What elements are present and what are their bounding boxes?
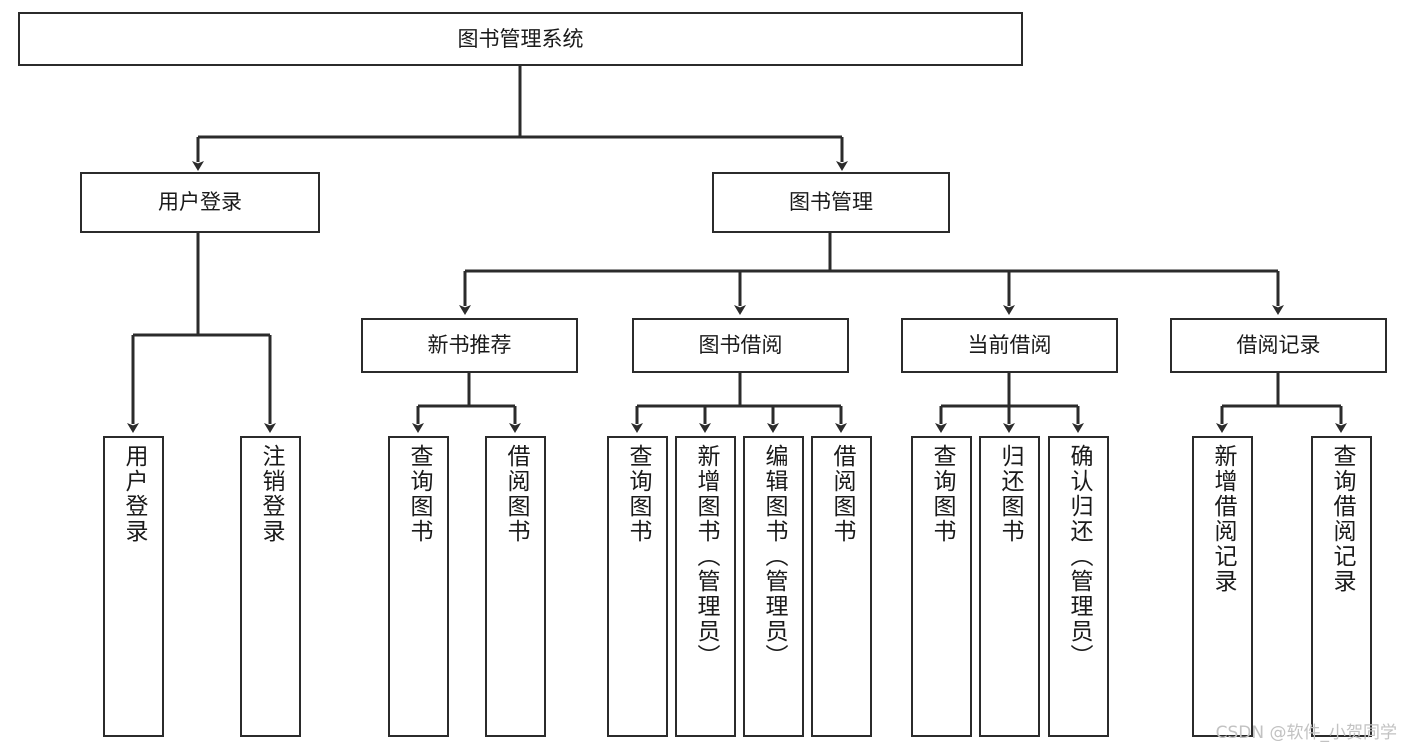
node-leaf-user-logout-label: 注销登录	[258, 444, 284, 544]
node-current-borrow-label: 当前借阅	[967, 333, 1052, 358]
node-leaf-borrow-book-2[interactable]: 借阅图书	[811, 436, 872, 737]
node-leaf-query-book-1-label: 查询图书	[406, 444, 432, 544]
node-borrow-record-label: 借阅记录	[1236, 333, 1321, 358]
node-user-login-label: 用户登录	[158, 190, 242, 215]
node-leaf-borrow-book-1-label: 借阅图书	[503, 444, 529, 544]
node-borrow-record[interactable]: 借阅记录	[1170, 318, 1387, 373]
node-leaf-add-record-label: 新增借阅记录	[1210, 444, 1236, 594]
node-leaf-confirm-return[interactable]: 确认归还（管理员）	[1048, 436, 1109, 737]
node-leaf-query-book-2-label: 查询图书	[625, 444, 651, 544]
node-leaf-query-record[interactable]: 查询借阅记录	[1311, 436, 1372, 737]
node-leaf-return-book-label: 归还图书	[997, 444, 1023, 544]
node-leaf-add-record[interactable]: 新增借阅记录	[1192, 436, 1253, 737]
node-new-book-recommend-label: 新书推荐	[427, 333, 512, 358]
node-leaf-borrow-book-1[interactable]: 借阅图书	[485, 436, 546, 737]
node-leaf-add-book-label: 新增图书（管理员）	[693, 444, 719, 669]
node-new-book-recommend[interactable]: 新书推荐	[361, 318, 578, 373]
node-leaf-query-book-3-label: 查询图书	[929, 444, 955, 544]
node-leaf-query-book-3[interactable]: 查询图书	[911, 436, 972, 737]
node-root-label: 图书管理系统	[457, 26, 584, 51]
node-book-manage[interactable]: 图书管理	[712, 172, 950, 233]
node-book-borrow-label: 图书借阅	[698, 333, 783, 358]
node-leaf-user-login[interactable]: 用户登录	[103, 436, 164, 737]
node-leaf-edit-book[interactable]: 编辑图书（管理员）	[743, 436, 804, 737]
node-leaf-query-book-2[interactable]: 查询图书	[607, 436, 668, 737]
node-leaf-user-login-label: 用户登录	[121, 444, 147, 544]
node-leaf-user-logout[interactable]: 注销登录	[240, 436, 301, 737]
node-leaf-add-book[interactable]: 新增图书（管理员）	[675, 436, 736, 737]
node-leaf-borrow-book-2-label: 借阅图书	[829, 444, 855, 544]
node-book-manage-label: 图书管理	[789, 190, 873, 215]
node-leaf-edit-book-label: 编辑图书（管理员）	[761, 444, 787, 669]
node-leaf-return-book[interactable]: 归还图书	[979, 436, 1040, 737]
node-user-login[interactable]: 用户登录	[80, 172, 320, 233]
node-current-borrow[interactable]: 当前借阅	[901, 318, 1118, 373]
node-leaf-query-record-label: 查询借阅记录	[1329, 444, 1355, 594]
node-leaf-confirm-return-label: 确认归还（管理员）	[1066, 444, 1092, 669]
node-leaf-query-book-1[interactable]: 查询图书	[388, 436, 449, 737]
node-book-borrow[interactable]: 图书借阅	[632, 318, 849, 373]
node-root[interactable]: 图书管理系统	[18, 12, 1023, 66]
